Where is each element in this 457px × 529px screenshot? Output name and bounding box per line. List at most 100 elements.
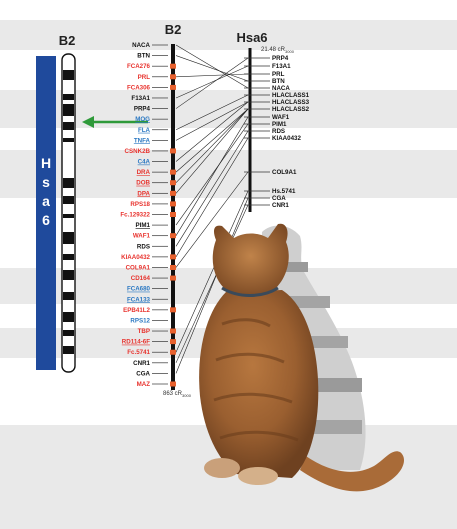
ideogram-band: [63, 254, 74, 260]
mapping-connector: [176, 109, 248, 183]
b2-marker-label: CGA: [136, 370, 150, 377]
ideogram-band: [63, 330, 74, 336]
b2-marker-block: [170, 180, 176, 185]
b2-marker-label: PRL: [138, 74, 151, 81]
b2-marker-block: [170, 382, 176, 387]
b2-marker-label: CD164: [131, 275, 151, 282]
b2-marker-label: PIM1: [136, 222, 151, 229]
b2-marker-label: MAZ: [137, 381, 151, 388]
ideogram-band: [63, 346, 74, 354]
mapping-connector: [176, 95, 248, 130]
b2-marker-label: DOB: [136, 180, 150, 187]
hsa6-marker-list: PRP4F13A1PRLBTNNACAHLACLASS1HLACLASS3HLA…: [244, 55, 310, 209]
hsa6-marker-label: PRL: [272, 71, 285, 78]
b2-marker-label: FCA306: [127, 84, 151, 91]
hsa-scale-label: 21.48 cR3000: [261, 47, 295, 54]
b2-marker-block: [170, 212, 176, 217]
b2-marker-list: NACA BTN FCA276PRL FCA306F13A1PRP4MOG FLA TNF…: [120, 42, 176, 388]
mapping-connector: [176, 66, 248, 98]
b2-marker-label: RPS18: [130, 201, 150, 208]
mapping-connector: [176, 74, 248, 77]
hsa6-header: Hsa6: [236, 30, 267, 45]
hsa6-marker-label: HLACLASS1: [272, 92, 310, 99]
ideogram-band: [63, 232, 74, 244]
b2-marker-block: [170, 329, 176, 334]
b2-marker-label: MOG: [135, 116, 150, 123]
mapping-connector: [176, 56, 248, 81]
b2-marker-label: C4A: [138, 159, 151, 166]
arrow-head: [82, 116, 94, 128]
b2-marker-label: PRP4: [134, 106, 151, 113]
left-b2-header: B2: [59, 33, 76, 48]
b2-marker-label: DPA: [137, 190, 150, 197]
hsa6-marker-label: KIAA0432: [272, 135, 301, 142]
hsa6-marker-label: COL9A1: [272, 169, 297, 176]
center-b2-header: B2: [165, 22, 182, 37]
b2-marker-label: KIAA0432: [121, 254, 150, 261]
b2-marker-block: [170, 254, 176, 259]
b2-marker-block: [170, 339, 176, 344]
b2-marker-label: WAF1: [133, 233, 151, 240]
mapping-connector: [176, 124, 248, 225]
b2-marker-block: [170, 85, 176, 90]
bar-letter: s: [42, 174, 50, 190]
ideogram-band: [63, 178, 74, 188]
hsa6-marker-label: Hs.5741: [272, 188, 296, 195]
b2-marker-block: [170, 191, 176, 196]
hsa6-marker-label: WAF1: [272, 114, 290, 121]
b2-marker-label: DRA: [137, 169, 151, 176]
hsa6-marker-label: BTN: [272, 78, 285, 85]
b2-marker-label: COL9A1: [126, 264, 151, 271]
b2-marker-block: [170, 265, 176, 270]
b2-marker-label: EPB41L2: [123, 307, 150, 314]
b2-marker-block: [170, 233, 176, 238]
b2-marker-block: [170, 170, 176, 175]
b2-marker-label: Fc.5741: [127, 349, 150, 356]
b2-marker-label: FCA680: [127, 286, 151, 293]
b2-marker-block: [170, 74, 176, 79]
ideogram-band: [63, 270, 74, 280]
b2-ideogram: [62, 54, 75, 372]
bar-letter: a: [42, 193, 50, 209]
ideogram-band: [63, 312, 74, 322]
hsa6-marker-label: HLACLASS3: [272, 99, 310, 106]
b2-marker-block: [170, 307, 176, 312]
mapping-connector: [176, 58, 248, 109]
mapping-connector: [176, 109, 248, 172]
b2-scale-label: 863 cR3000: [163, 391, 192, 398]
ideogram-band: [63, 94, 74, 100]
bar-letter: 6: [42, 212, 50, 228]
mapping-connector: [176, 102, 248, 162]
ideogram-band: [63, 70, 74, 80]
b2-marker-label: RPS12: [130, 317, 150, 324]
b2-marker-label: RD114-6F: [122, 339, 150, 346]
hsa6-marker-label: HLACLASS2: [272, 106, 310, 113]
ideogram-band: [63, 196, 74, 204]
b2-marker-block: [170, 276, 176, 281]
mapping-connector: [176, 45, 248, 88]
hsa6-marker-label: PRP4: [272, 55, 289, 62]
b2-marker-block: [170, 201, 176, 206]
b2-marker-label: CNR1: [133, 360, 150, 367]
b2-marker-label: BTN: [137, 53, 150, 60]
ideogram-band: [63, 104, 74, 116]
hsa6-marker-label: RDS: [272, 128, 285, 135]
b2-marker-label: F13A1: [131, 95, 150, 102]
ideogram-band: [63, 214, 74, 218]
b2-marker-block: [170, 148, 176, 153]
b2-marker-label: CSNK2B: [125, 148, 151, 155]
b2-marker-label: TBP: [138, 328, 150, 335]
b2-marker-label: RDS: [137, 243, 150, 250]
b2-marker-label: TNFA: [134, 137, 151, 144]
b2-marker-label: Fc.129322: [120, 212, 150, 219]
ideogram-band: [63, 292, 74, 300]
ideogram-band: [63, 138, 74, 142]
b2-marker-label: FLA: [138, 127, 151, 134]
mapping-connector: [176, 109, 248, 193]
b2-marker-label: NACA: [132, 42, 150, 49]
b2-marker-label: FCA276: [127, 63, 151, 70]
b2-marker-block: [170, 350, 176, 355]
b2-marker-block: [170, 64, 176, 69]
